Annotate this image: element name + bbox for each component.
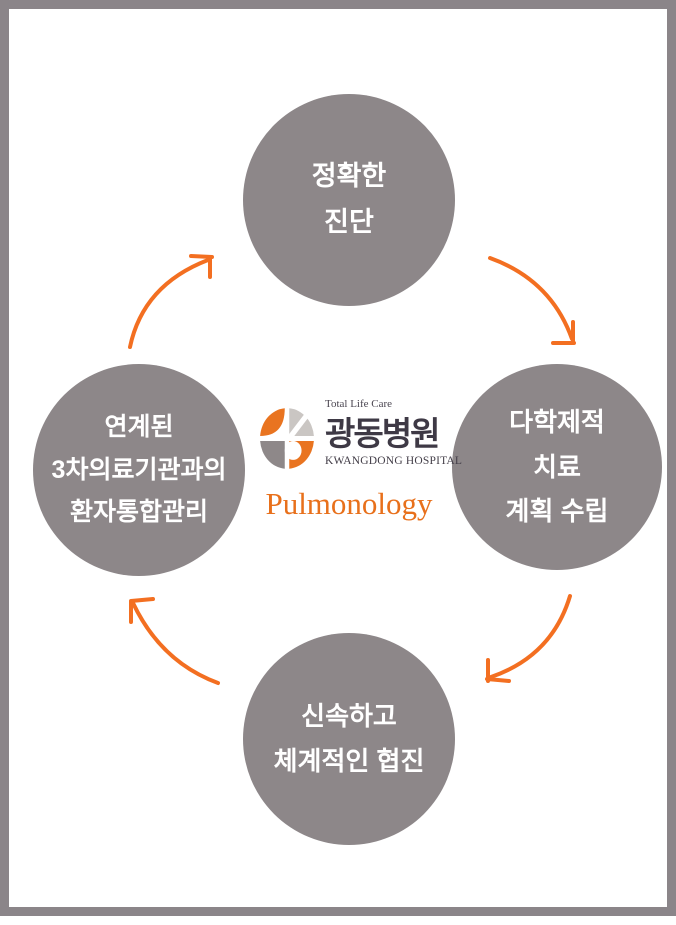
cycle-step-right: 다학제적 치료 계획 수립 (452, 364, 662, 570)
hospital-logo-text: Total Life Care 광동병원 KWANGDONG HOSPITAL (325, 398, 475, 467)
logo-leaf-shape (260, 408, 285, 436)
curved-arrow-top-to-right-icon (488, 256, 576, 345)
department-title: Pulmonology (265, 486, 433, 521)
cycle-step-right-label: 다학제적 치료 계획 수립 (506, 400, 609, 535)
logo-notch (286, 411, 311, 442)
hospital-name-english: KWANGDONG HOSPITAL (325, 455, 463, 468)
curved-arrow-right-to-bottom-icon (485, 594, 572, 683)
label-line: 체계적인 협진 (273, 746, 425, 776)
hospital-name-korean: 광동병원 (325, 415, 440, 453)
label-line: 치료 (533, 451, 581, 482)
cycle-step-left-label: 연계된 3차의료기관과의 환자통합관리 (52, 406, 227, 534)
curved-arrow-bottom-to-left-icon (129, 597, 220, 685)
logo-circle-cutout (284, 441, 302, 460)
curved-arrow-left-to-top-icon (128, 254, 214, 349)
cycle-step-top: 정확한 진단 (243, 94, 455, 306)
kwangdong-hospital-logo-mark-icon (260, 408, 314, 469)
cycle-step-bottom-label: 신속하고 체계적인 협진 (274, 694, 425, 784)
label-line: 연계된 (104, 413, 174, 442)
label-line: 3차의료기관과의 (51, 455, 227, 484)
label-line: 환자통합관리 (69, 498, 208, 527)
label-line: 정확한 (311, 161, 387, 192)
label-line: 계획 수립 (505, 496, 609, 527)
hospital-tagline: Total Life Care (325, 398, 393, 410)
cycle-step-top-label: 정확한 진단 (312, 154, 387, 246)
cycle-step-bottom: 신속하고 체계적인 협진 (243, 633, 455, 845)
cycle-step-left: 연계된 3차의료기관과의 환자통합관리 (33, 364, 245, 576)
label-line: 진단 (324, 207, 374, 237)
logo-quarter-bottom-left (260, 441, 285, 469)
label-line: 다학제적 (509, 406, 605, 437)
label-line: 신속하고 (301, 701, 397, 732)
